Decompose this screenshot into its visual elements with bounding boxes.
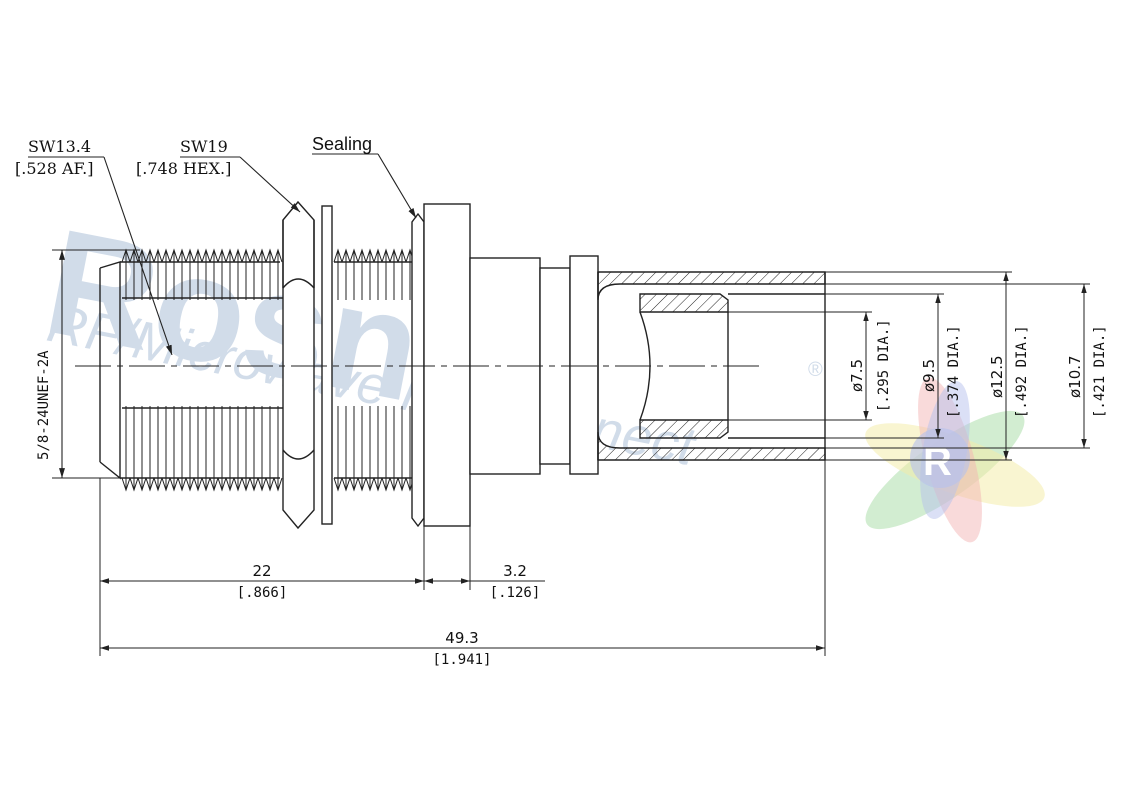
- dia4-mm: ø10.7: [1066, 355, 1084, 398]
- thread-tooth-path: [121, 406, 283, 492]
- len2-mm: 3.2: [503, 562, 527, 580]
- sealing-ring: [411, 212, 425, 528]
- thread-teeth-rear: [333, 248, 415, 492]
- thread-label: 5/8-24UNEF-2A: [36, 350, 52, 460]
- dia3-mm: ø12.5: [988, 355, 1006, 398]
- callout-leaders: [28, 153, 417, 479]
- sw1-label: SW13.4: [28, 137, 91, 156]
- flange: [423, 203, 471, 527]
- len1-mm: 22: [252, 562, 271, 580]
- dia1-mm: ø7.5: [848, 359, 866, 392]
- inner-sleeve-top: [639, 293, 729, 313]
- dia2-in: [.374 DIA.]: [946, 325, 962, 418]
- inner-sleeve-bottom: [639, 419, 729, 439]
- horizontal-dimensions: [99, 460, 826, 656]
- thread-teeth: [121, 248, 283, 492]
- diameter-dimensions: [728, 271, 1090, 461]
- total-in: [1.941]: [432, 652, 491, 668]
- hex-nut-flat-top: [282, 278, 315, 289]
- sw2-sub-label: [.748 HEX.]: [136, 159, 231, 178]
- registered-mark: ®: [808, 359, 823, 381]
- barrel-front-face: [99, 261, 121, 480]
- hex-nut: [282, 200, 315, 530]
- sw2-label: SW19: [180, 137, 228, 156]
- crimp-collar: [569, 255, 599, 475]
- dia4-in: [.421 DIA.]: [1092, 325, 1108, 418]
- len1-in: [.866]: [237, 585, 288, 601]
- lock-washer: [321, 205, 333, 525]
- thread-tooth-path: [333, 248, 415, 300]
- dia3-in: [.492 DIA.]: [1014, 325, 1030, 418]
- sw1-sub-label: [.528 AF.]: [15, 159, 93, 178]
- connector-body: [99, 200, 826, 530]
- total-mm: 49.3: [445, 629, 478, 647]
- thread-tooth-path: [333, 406, 415, 492]
- len2-in: [.126]: [490, 585, 541, 601]
- dia2-mm: ø9.5: [920, 359, 938, 392]
- hex-nut-flat-bottom: [282, 449, 315, 460]
- sealing-label: Sealing: [312, 134, 372, 154]
- svg-text:R: R: [923, 440, 952, 484]
- dia1-in: [.295 DIA.]: [876, 319, 892, 412]
